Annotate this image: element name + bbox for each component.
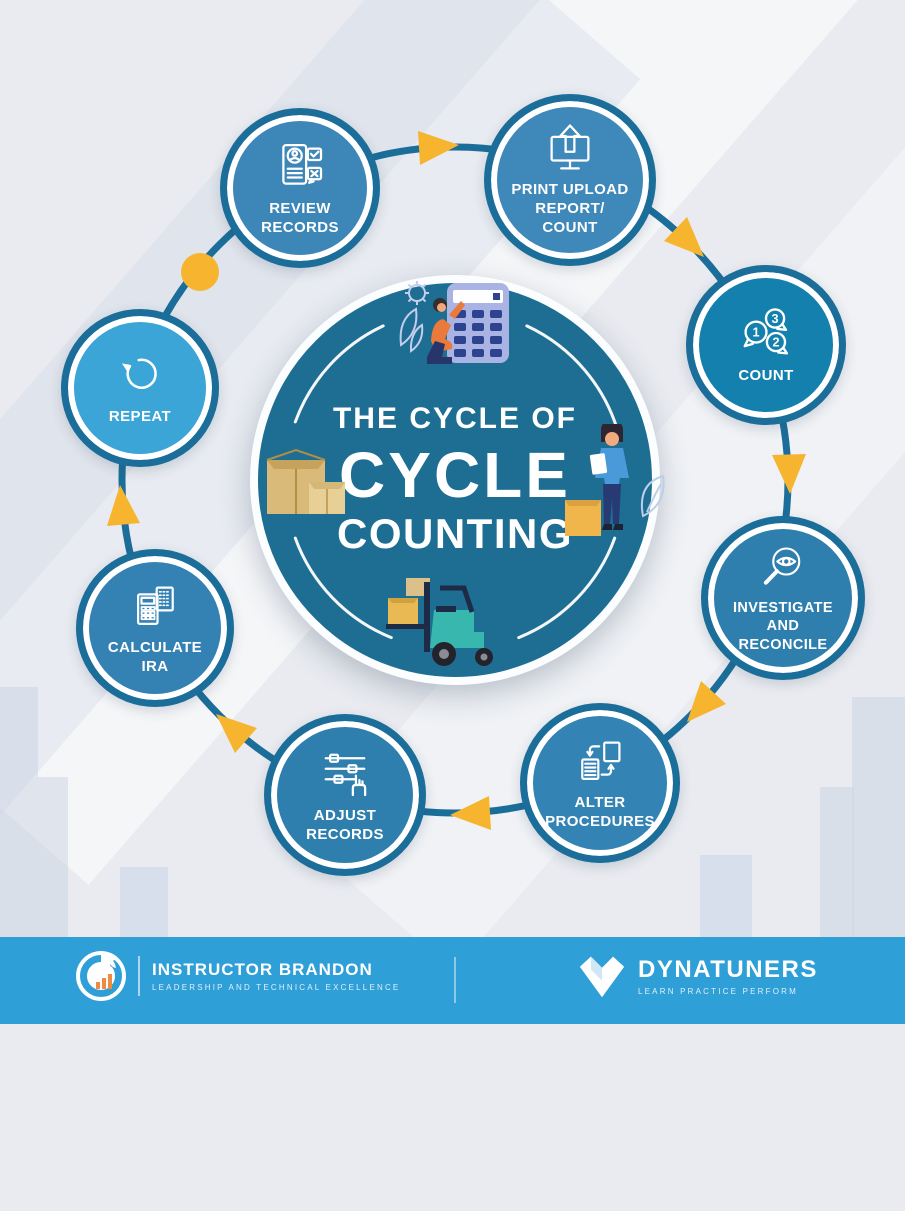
flow-dot-icon: [181, 253, 219, 291]
dynatuners-logo-icon: [579, 956, 625, 998]
cycle-step-repeat: REPEAT: [61, 309, 219, 467]
cycle-step-label: REPEAT: [108, 408, 172, 426]
instructor-brandon-branding: INSTRUCTOR BRANDON LEADERSHIP AND TECHNI…: [76, 951, 400, 1001]
cycle-step-adjust-records: ADJUST RECORDS: [264, 714, 426, 876]
footer-center-divider: [454, 957, 456, 1003]
cycle-step-label: INVESTIGATE AND RECONCILE: [732, 600, 833, 653]
instructor-brandon-logo-icon: [76, 951, 126, 1001]
flow-arrow-icon: [418, 131, 459, 165]
flow-arrow-icon: [772, 454, 806, 494]
adjust-records-icon: [324, 753, 367, 796]
cycle-step-print-upload: PRINT UPLOAD REPORT/ COUNT: [484, 94, 656, 266]
footer-bar: INSTRUCTOR BRANDON LEADERSHIP AND TECHNI…: [0, 937, 905, 1024]
count-digit: 3: [772, 312, 779, 326]
cycle-step-count: 1 3 2 COUNT: [686, 265, 846, 425]
cycle-step-label: COUNT: [738, 367, 794, 385]
cycle-step-label: ALTER PROCEDURES: [545, 793, 655, 830]
flow-arrow-icon: [450, 796, 491, 830]
footer-left-tagline: LEADERSHIP AND TECHNICAL EXCELLENCE: [152, 983, 401, 992]
footer-left-name: INSTRUCTOR BRANDON: [152, 960, 373, 979]
infographic-canvas: THE CYCLE OF CYCLE COUNTING: [0, 0, 905, 1024]
count-digit: 1: [753, 326, 760, 340]
cycle-step-investigate-reconcile: INVESTIGATE AND RECONCILE: [701, 516, 865, 680]
center-circle: [250, 275, 660, 685]
cycle-step-label: CALCULATE IRA: [107, 638, 203, 675]
cycle-step-calculate-ira: CALCULATE IRA: [76, 549, 234, 707]
investigate-icon: [763, 547, 801, 585]
review-records-icon: [282, 143, 323, 185]
cycle-step-label: REVIEW RECORDS: [261, 199, 339, 236]
calculate-ira-icon: [137, 586, 174, 625]
alter-procedures-icon: [581, 741, 621, 780]
dynatuners-branding: DYNATUNERS LEARN PRACTICE PERFORM: [578, 953, 818, 999]
footer-right-name: DYNATUNERS: [638, 956, 818, 983]
footer-logo-divider: [138, 956, 140, 996]
cycle-step-alter-procedures: ALTER PROCEDURES: [520, 703, 680, 863]
print-upload-icon: [550, 124, 590, 170]
cycle-step-review-records: REVIEW RECORDS: [220, 108, 380, 268]
cycle-step-label: PRINT UPLOAD REPORT/ COUNT: [511, 181, 629, 236]
count-digit: 2: [772, 336, 779, 350]
count-icon: 1 3 2: [743, 308, 789, 355]
repeat-icon: [121, 358, 157, 390]
footer-right-tagline: LEARN PRACTICE PERFORM: [638, 987, 798, 996]
cycle-step-label: ADJUST RECORDS: [306, 806, 384, 843]
